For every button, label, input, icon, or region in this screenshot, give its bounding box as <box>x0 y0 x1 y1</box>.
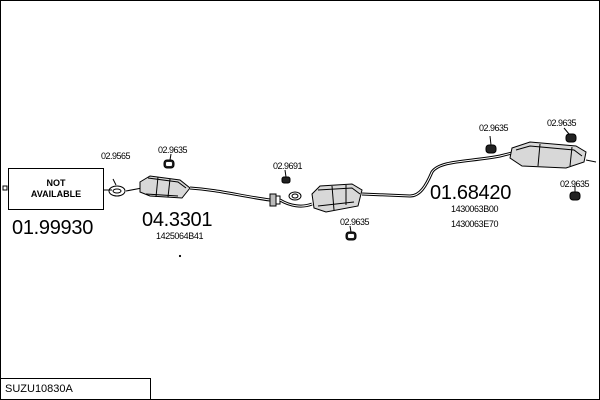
catalyst-1-gasket-shape <box>163 153 175 169</box>
rear-section-oem-number-1: 1430063B00 <box>451 204 499 214</box>
mark-dot <box>178 254 182 258</box>
front-section-part-number: 01.99930 <box>12 217 94 239</box>
rear-hanger-bottom-part-number: 02.9635 <box>560 179 590 189</box>
front-connector <box>2 185 8 191</box>
catalyst-2-gasket-shape <box>345 225 357 241</box>
rear-hanger-left-part-number: 02.9635 <box>479 123 509 133</box>
middle-gasket-part-number: 02.9691 <box>273 161 303 171</box>
middle-flange-shape <box>269 193 281 207</box>
rear-section-oem-number-2: 1430063E70 <box>451 219 499 229</box>
catalyst-1-part-number: 04.3301 <box>142 209 213 231</box>
tail-pipe <box>585 159 597 163</box>
not-available-line-2: AVAILABLE <box>30 189 82 199</box>
rear-hanger-bottom-shape <box>569 186 581 201</box>
catalyst-1-oem-number: 1425064B41 <box>156 231 204 241</box>
rear-hanger-right-part-number: 02.9635 <box>547 118 577 128</box>
not-available-line-1: NOT <box>46 178 66 188</box>
catalyst-1-gasket-part-number: 02.9635 <box>158 145 188 155</box>
rear-hanger-right-shape <box>563 127 577 143</box>
not-available-box: NOT AVAILABLE <box>8 168 104 210</box>
middle-gasket-shape <box>281 169 302 201</box>
front-pipe <box>125 187 143 192</box>
catalyst-1-shape <box>139 175 191 199</box>
front-gasket-shape <box>108 178 126 197</box>
drawing-code: SUZU10830A <box>5 383 73 395</box>
catalyst-2-shape <box>311 183 363 213</box>
front-gasket-part-number: 02.9565 <box>101 151 131 161</box>
rear-section-part-number: 01.68420 <box>430 182 512 204</box>
rear-muffler-shape <box>509 141 587 169</box>
catalyst-2-gasket-part-number: 02.9635 <box>340 217 370 227</box>
rear-hanger-left-shape <box>485 135 497 154</box>
drawing-code-box: SUZU10830A <box>0 378 151 400</box>
